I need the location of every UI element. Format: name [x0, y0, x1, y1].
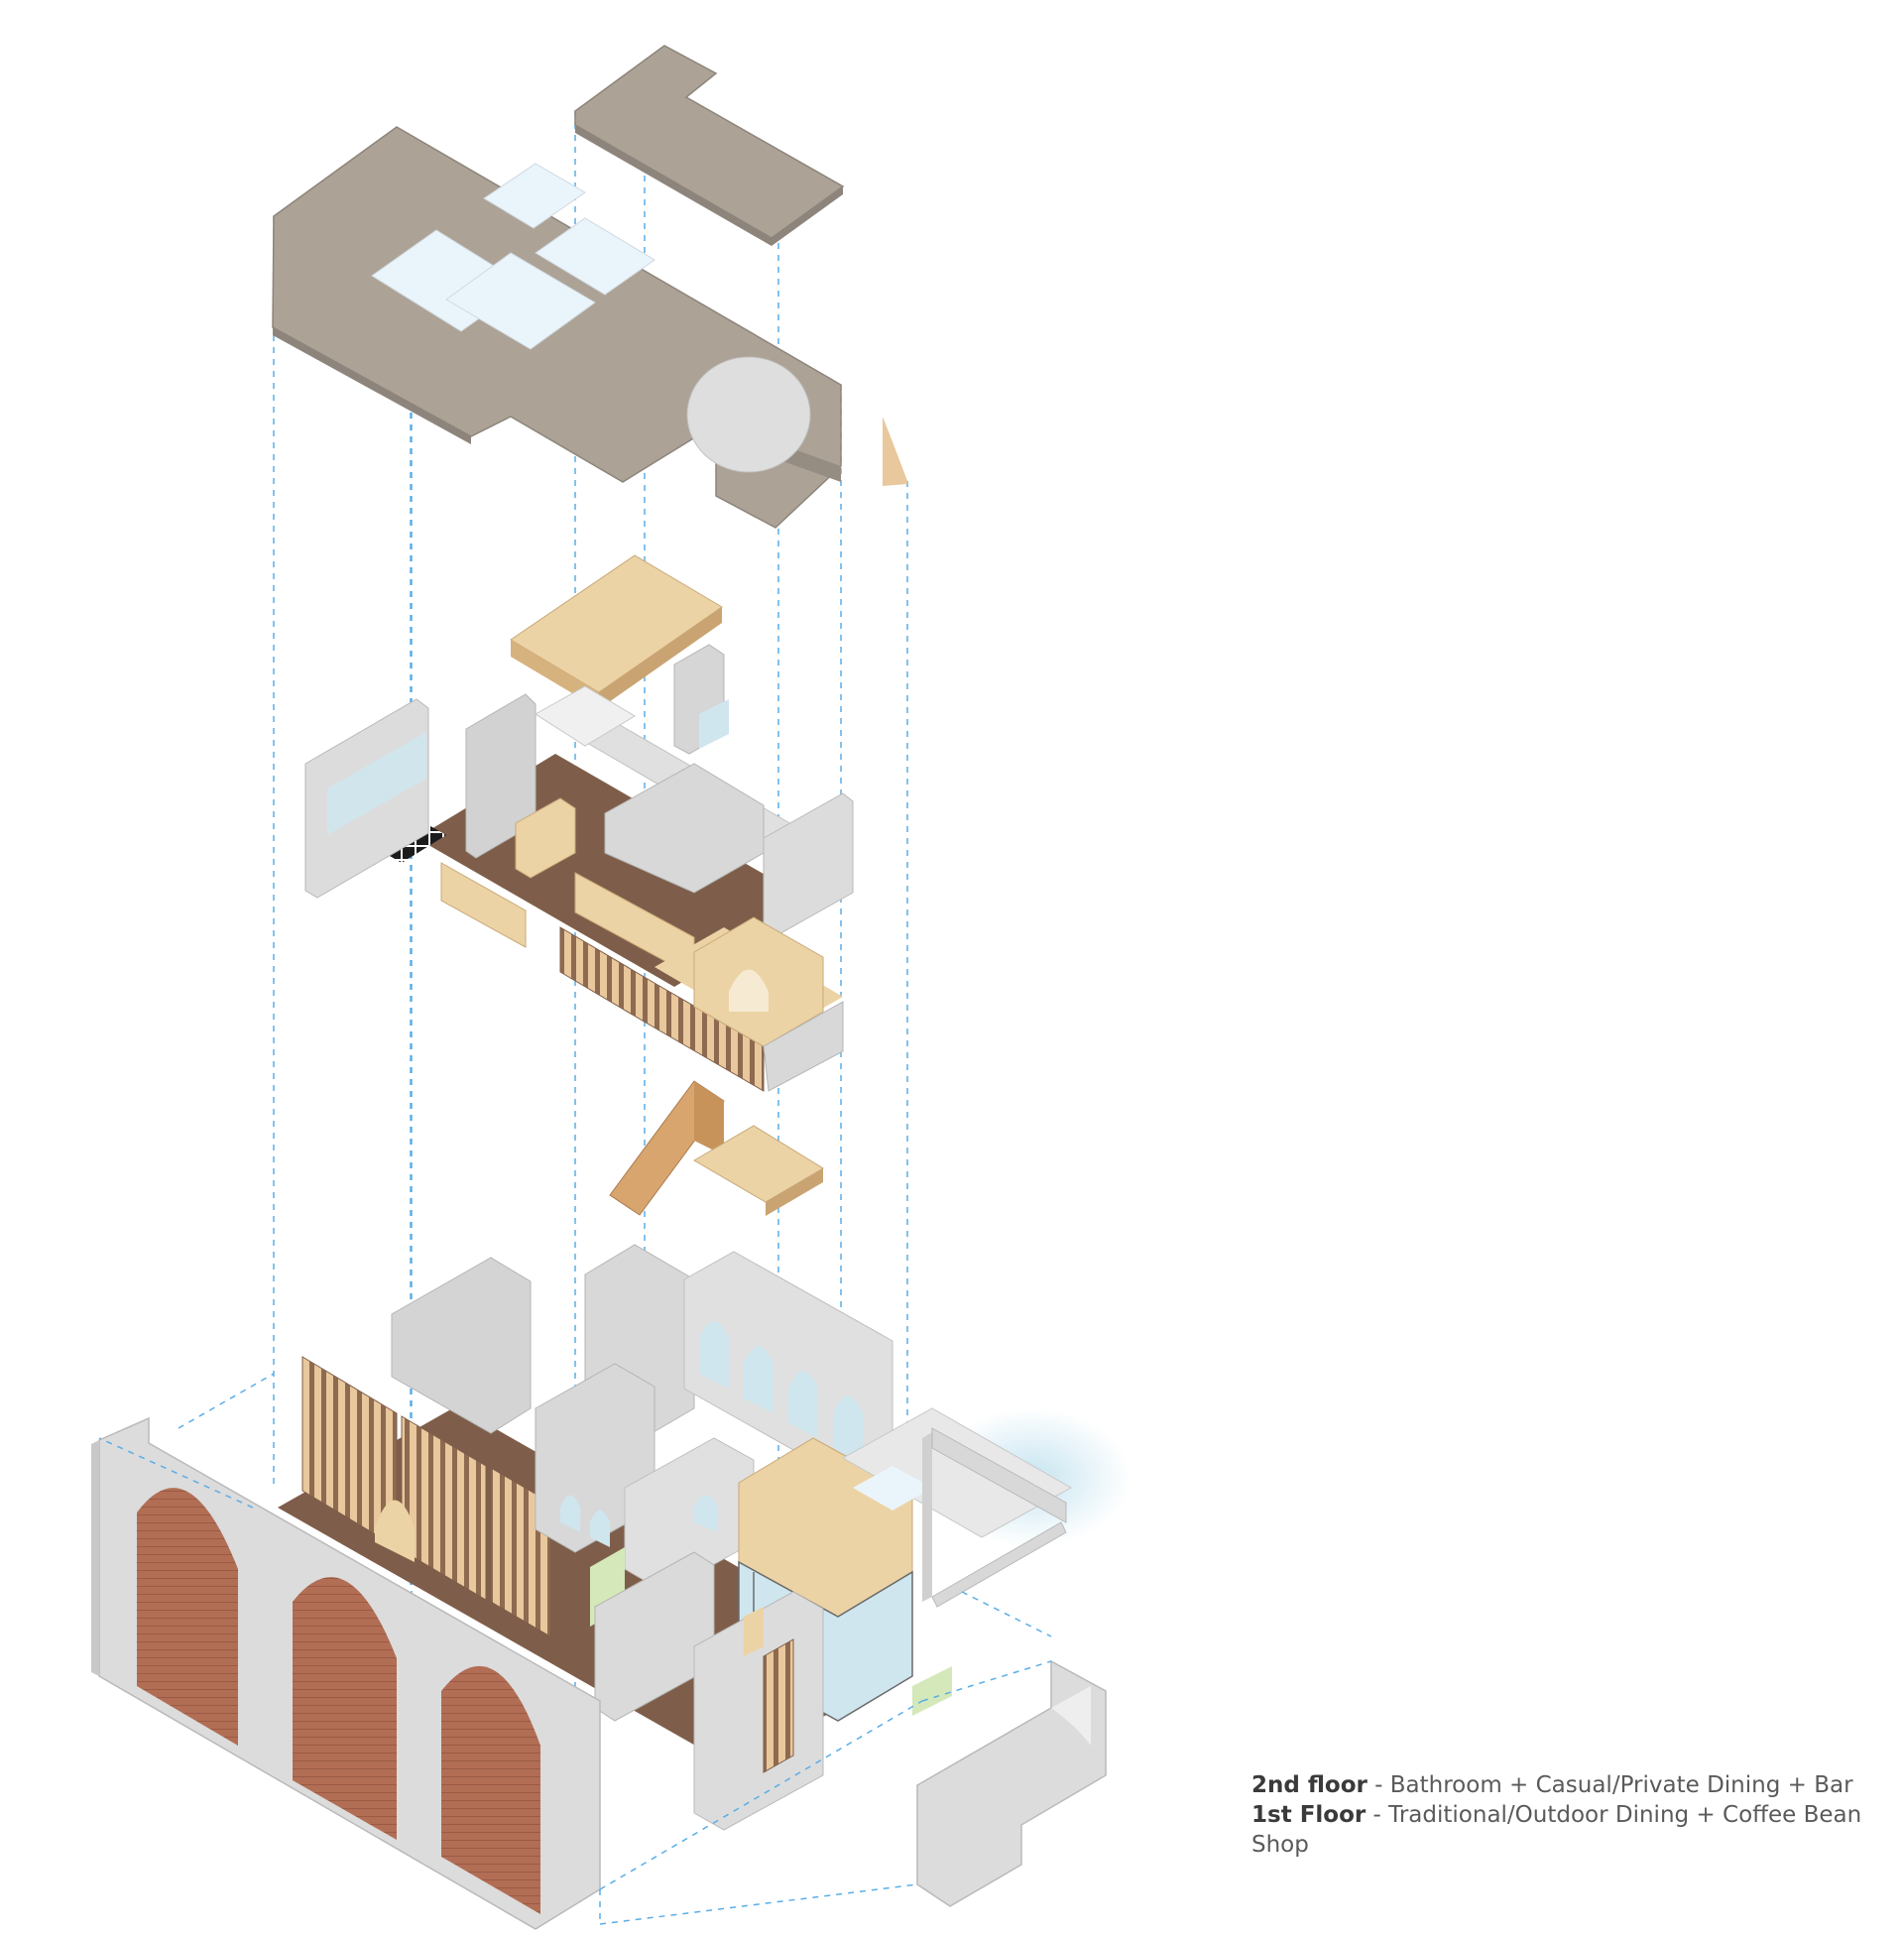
- skylight-3: [535, 217, 655, 296]
- ground-projection-lines: [98, 1373, 1052, 1925]
- front-slatted-screen: [763, 1638, 794, 1773]
- right-wall-arch-cut: [1051, 1686, 1091, 1746]
- front-small-opening: [744, 1607, 764, 1656]
- facade-arch-1: [137, 1488, 238, 1746]
- legend-row-2nd-floor: 2nd floor - Bathroom + Casual/Private Di…: [1251, 1770, 1886, 1800]
- colonnade-arch-2: [744, 1346, 774, 1413]
- colonnade-arch-4: [833, 1395, 863, 1463]
- second-floor-walls: [304, 644, 854, 987]
- courtyard-left-wall: [922, 1432, 932, 1602]
- roof-slab: [272, 45, 907, 529]
- legend-text: - Traditional/Outdoor Dining + Coffee Be…: [1251, 1802, 1862, 1858]
- courtyard-front-wall: [931, 1521, 1067, 1608]
- courtyard-back-wall: [931, 1427, 1067, 1523]
- colonnade-arch-1: [699, 1321, 729, 1389]
- legend-label: 1st Floor: [1251, 1802, 1367, 1828]
- facade-arch-2: [293, 1577, 397, 1840]
- arch-opening-1: [729, 969, 769, 1012]
- slatted-bar-module: [559, 916, 844, 1092]
- floor-legend: 2nd floor - Bathroom + Casual/Private Di…: [1251, 1770, 1886, 1860]
- first-floor: [278, 1244, 1130, 1831]
- facade-arch-3: [441, 1665, 540, 1914]
- glass-panel-left: [327, 732, 426, 835]
- wood-booth-panel-2: [440, 862, 527, 948]
- centre-arch-1: [694, 1495, 718, 1532]
- legend-row-1st-floor: 1st Floor - Traditional/Outdoor Dining +…: [1251, 1800, 1886, 1860]
- grass-strip-front: [912, 1666, 952, 1716]
- vault-edge: [883, 417, 907, 486]
- slatted-wall: [559, 926, 765, 1092]
- wood-booth-panel-1: [515, 797, 576, 879]
- ground-guide-line: [178, 1373, 275, 1429]
- screen-arch-opening: [375, 1500, 415, 1562]
- legend-text: - Bathroom + Casual/Private Dining + Bar: [1367, 1772, 1853, 1798]
- colonnade-arch-3: [788, 1371, 818, 1438]
- skylight-2: [445, 252, 596, 350]
- legend-label: 2nd floor: [1251, 1772, 1368, 1798]
- roof-slab-main-edge: [273, 327, 471, 444]
- arched-room-end-wall: [763, 1001, 844, 1092]
- skylight-4: [483, 163, 586, 229]
- ground-guide-line: [98, 1437, 254, 1509]
- upper-wall-cluster: [391, 1257, 532, 1434]
- ground-guide-line: [599, 1883, 918, 1925]
- outdoor-courtyard-floor: [841, 1407, 1073, 1538]
- middle-arch-1: [560, 1495, 580, 1532]
- ground-guide-line: [921, 1660, 1052, 1702]
- ground-guide-line: [599, 1700, 923, 1890]
- dome-skylight: [686, 356, 811, 473]
- facade-wall-side: [91, 1440, 99, 1676]
- front-arched-facade: [91, 1416, 601, 1930]
- courtyard-pool: [853, 1466, 932, 1511]
- right-end-wall: [763, 792, 854, 938]
- small-glass-window: [699, 699, 729, 749]
- right-side-wall-piece: [916, 1659, 1107, 1907]
- ground-guide-line: [961, 1591, 1052, 1637]
- stair-steps: [535, 685, 636, 747]
- middle-arch-2: [590, 1510, 610, 1547]
- wood-stair: [609, 1080, 824, 1216]
